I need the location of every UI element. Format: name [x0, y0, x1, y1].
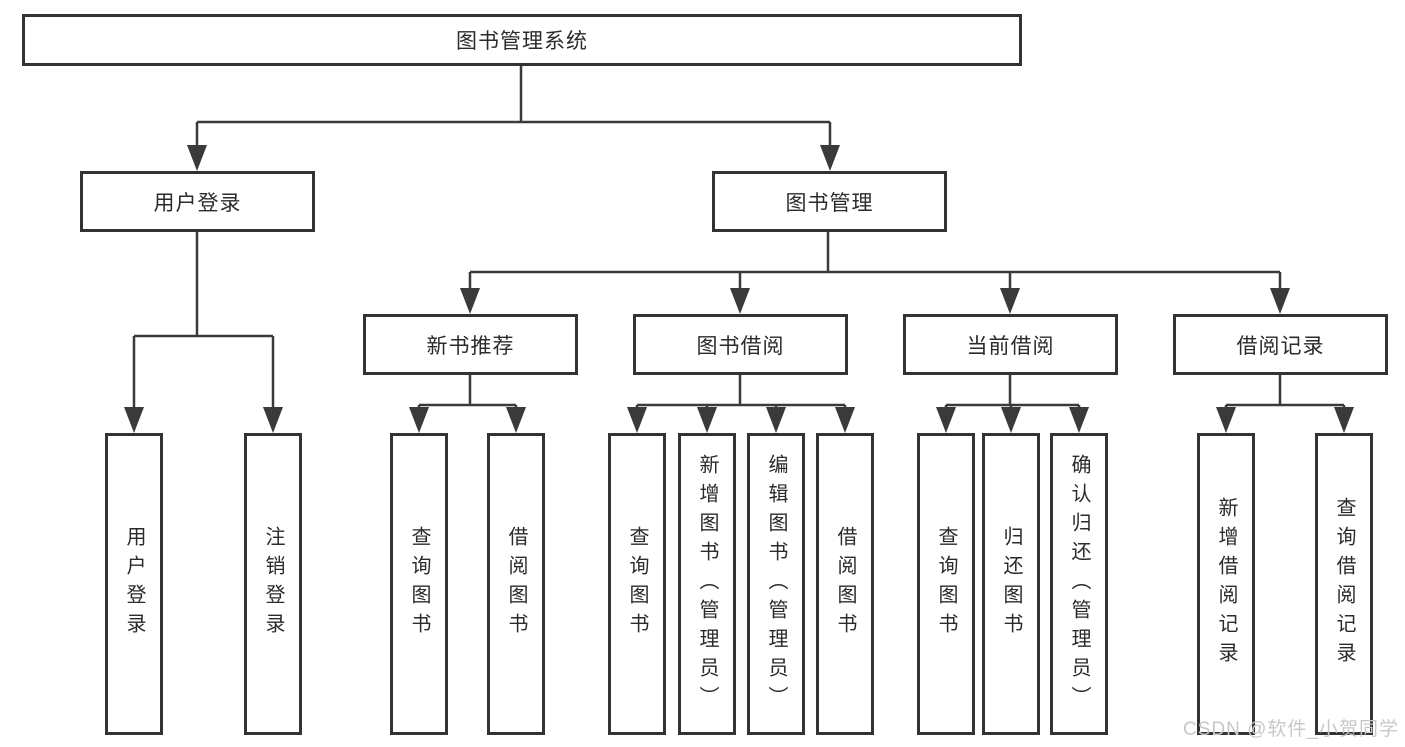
leaf-label: 新增借阅记录	[1215, 497, 1237, 671]
leaf-query-books-recommend: 查询图书	[390, 433, 448, 735]
node-label: 新书推荐	[426, 334, 515, 358]
leaf-label: 编辑图书（管理员）	[765, 453, 787, 715]
node-library-management-system: 图书管理系统	[22, 14, 1022, 66]
node-borrowing-records: 借阅记录	[1173, 314, 1388, 375]
node-label: 图书管理系统	[456, 30, 588, 53]
node-label: 用户登录	[153, 191, 242, 215]
leaf-label: 查询借阅记录	[1333, 497, 1355, 671]
node-current-borrowing: 当前借阅	[903, 314, 1118, 375]
node-book-management: 图书管理	[712, 171, 947, 232]
leaf-label: 查询图书	[408, 526, 430, 642]
node-label: 图书借阅	[696, 334, 785, 358]
leaf-query-books-borrowing: 查询图书	[608, 433, 666, 735]
leaf-label: 查询图书	[935, 526, 957, 642]
leaf-edit-books-admin: 编辑图书（管理员）	[747, 433, 805, 735]
leaf-label: 新增图书（管理员）	[696, 453, 718, 715]
leaf-logout: 注销登录	[244, 433, 302, 735]
leaf-label: 用户登录	[123, 526, 145, 642]
leaf-label: 借阅图书	[505, 526, 527, 642]
node-label: 当前借阅	[966, 334, 1055, 358]
node-new-book-recommendation: 新书推荐	[363, 314, 578, 375]
leaf-add-books-admin: 新增图书（管理员）	[678, 433, 736, 735]
leaf-query-books-current: 查询图书	[917, 433, 975, 735]
leaf-label: 借阅图书	[834, 526, 856, 642]
leaf-label: 归还图书	[1000, 526, 1022, 642]
leaf-label: 注销登录	[262, 526, 284, 642]
leaf-confirm-return-admin: 确认归还（管理员）	[1050, 433, 1108, 735]
leaf-borrow-books-recommend: 借阅图书	[487, 433, 545, 735]
node-user-login: 用户登录	[80, 171, 315, 232]
leaf-query-borrow-record: 查询借阅记录	[1315, 433, 1373, 735]
node-label: 借阅记录	[1236, 334, 1325, 358]
leaf-return-books: 归还图书	[982, 433, 1040, 735]
leaf-add-borrow-record: 新增借阅记录	[1197, 433, 1255, 735]
leaf-label: 查询图书	[626, 526, 648, 642]
node-book-borrowing: 图书借阅	[633, 314, 848, 375]
node-label: 图书管理	[785, 191, 874, 215]
leaf-borrow-books: 借阅图书	[816, 433, 874, 735]
leaf-user-login: 用户登录	[105, 433, 163, 735]
csdn-watermark: CSDN @软件_小贺同学	[1183, 719, 1399, 740]
leaf-label: 确认归还（管理员）	[1068, 453, 1090, 715]
